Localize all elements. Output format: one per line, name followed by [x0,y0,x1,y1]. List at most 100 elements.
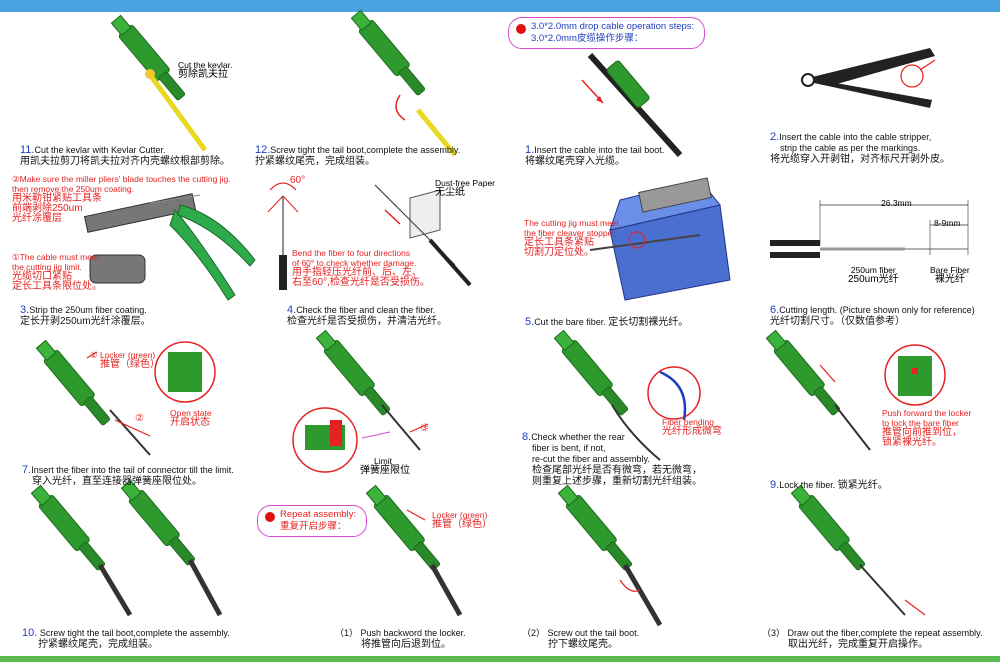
s3-note2-cn2: 定长工具条限位处。 [12,281,102,292]
s6-length-total: 26.3mm [881,198,912,208]
r1-locker-cn: 推管（绿色） [432,519,492,530]
s3-note1-cn3: 光纤涂覆层 [12,213,62,224]
s9-note-en2: to lock the bare fiber [882,418,960,428]
s3-pliers-illustration [83,193,256,301]
s4-cn: 检查光纤是否受损伤，并清洁光纤。 [287,316,447,327]
s4-caption: 4.Check the fiber and clean the fiber. 检… [287,304,447,328]
r2-number: （2） [522,628,546,638]
s9-cn: 锁紧光纤。 [837,480,888,491]
s7-limit-en: Limit [374,456,392,466]
s8-number: 8. [522,431,532,443]
s7-locker-cn: 推管（绿色） [100,359,160,370]
s10-connectors-illustration [28,477,223,617]
r2-caption: （2） Screw out the tail boot. 拧下螺纹尾壳。 [522,628,639,650]
s2-number: 2. [770,131,780,143]
s9-note-en1: Push forward the locker [882,408,972,418]
r3-cn: 取出光纤，完成重复开启操作。 [788,639,928,650]
s8-connector-illustration [551,327,701,461]
s6-number: 6. [770,304,780,316]
s9-note: Push forward the locker to lock the bare… [882,408,971,448]
r1-connector-illustration [363,482,463,617]
s3-note2-cn1: 光缆切口紧贴 [12,271,72,282]
s6-en: Cutting length. (Picture shown only for … [779,305,975,315]
s2-stripper-illustration [800,48,936,108]
s10-cn: 拧紧螺纹尾壳，完成组装。 [38,639,158,650]
s11-caption: 11.Cut the kevlar with Kevlar Cutter. 用凯… [20,144,230,168]
s5-number: 5. [525,316,535,328]
r3-en: Draw out the fiber,complete the repeat a… [787,628,983,638]
s7-locker-label: ① Locker (green) 推管（绿色） [90,350,160,370]
r3-caption: （3） Draw out the fiber,complete the repe… [762,628,982,650]
s3-note2-en1: ①The cable must meet [12,252,99,262]
red-dot-icon [516,24,526,34]
s9-note-cn2: 锁紧裸光纤。 [882,437,942,448]
s4-paper-en: Dust-free Paper [435,178,495,188]
s1-en: Insert the cable into the tail boot. [534,145,665,155]
s9-en: Lock the fiber. [779,480,836,490]
s7-open-cn: 开启状态 [170,417,210,428]
s7-open-label: Open state 开启状态 [170,408,212,428]
s8-cn1: 检查尾部光纤是否有微弯，若无微弯， [532,465,702,476]
s3-note1: ②Make sure the miller pliers' blade touc… [12,174,231,224]
s11-connector-illustration [108,12,208,152]
s9-number: 9. [770,479,780,491]
r1-number: （1） [335,628,359,638]
s7-caption: 7.Insert the fiber into the tail of conn… [22,464,234,488]
s4-angle: 60° [290,175,306,186]
s3-en: Strip the 250um fiber coating. [29,305,147,315]
s8-en2: fiber is bent, if not, [532,443,606,453]
s5-note-en1: The cutting jig must meet [524,218,619,228]
s5-en: Cut the bare fiber. [534,317,606,327]
s1-cn: 将螺纹尾壳穿入光缆。 [525,156,625,167]
s5-note-cn1: 定长工具条紧贴 [524,237,594,248]
s10-en: Screw tight the tail boot,complete the a… [39,628,230,638]
s7-locker-en: ① Locker (green) [90,350,156,360]
s11-number: 11. [20,144,35,156]
s3-note2-en2: the cutting jig limit. [12,262,82,272]
s9-note-cn1: 推管向前推到位， [882,427,962,438]
s7-number: 7. [22,464,32,476]
s3-note1-en2: then remove the 250um coating. [12,184,134,194]
s1-number: 1. [525,144,535,156]
s7-mark-3: ③ [420,423,429,434]
s4-note: Bend the fiber to four directions of 60°… [292,248,430,288]
bottom-bar [0,656,1000,662]
s1-cable-illustration [581,52,683,158]
s10-caption: 10. Screw tight the tail boot,complete t… [22,628,230,651]
s4-paper-cn: 无尘纸 [435,187,465,198]
s6-label-bare-en: Bare Fiber [930,265,970,275]
s6-label-250um-cn: 250um光纤 [848,274,899,285]
r3-number: （3） [762,628,786,638]
s12-connector-illustration [348,7,457,157]
s3-note2: ①The cable must meet the cutting jig lim… [12,252,102,292]
s7-limit-label: Limit 弹簧座限位 [360,456,410,476]
red-dot-icon [265,512,275,522]
s8-bend-cn: 光纤形成微弯 [662,426,722,437]
repeat-bubble-en: Repeat assembly: [280,509,357,520]
s7-cn: 穿入光纤，直至连接器弹簧座限位处。 [32,476,202,487]
s6-label-250um-en: 250um fiber [850,265,896,275]
s12-number: 12. [255,144,271,156]
s12-caption: 12.Screw tight the tail boot,complete th… [255,144,460,168]
drop-bubble-en: 3.0*2.0mm drop cable operation steps: [531,21,695,32]
s7-mark-2: ② [135,413,144,424]
s3-number: 3. [20,304,30,316]
s7-en: Insert the fiber into the tail of connec… [31,465,234,475]
r1-en: Push backword the locker. [360,628,466,638]
s3-cn: 定长开剥250um光纤涂覆层。 [20,316,151,327]
s1-caption: 1.Insert the cable into the tail boot. 将… [525,144,665,168]
s8-caption: 8.Check whether the rear fiber is bent, … [522,431,702,488]
drop-bubble-cn: 3.0*2.0mm皮缆操作步骤： [531,33,644,44]
s5-cn: 定长切割裸光纤。 [608,317,689,328]
s11-en: Cut the kevlar with Kevlar Cutter. [34,145,166,155]
s4-number: 4. [287,304,297,316]
r2-cn: 拧下螺纹尾壳。 [548,639,618,650]
r1-cn: 将推管向后退到位。 [361,639,451,650]
s8-en3: re-cut the fiber and assembly. [532,454,650,464]
r2-en: Screw out the tail boot. [547,628,640,638]
s5-caption: 5.Cut the bare fiber. 定长切割裸光纤。 [525,316,689,329]
s12-cn: 拧紧螺纹尾壳，完成组装。 [255,156,375,167]
s4-note-cn1: 用手指轻压光纤前、后、左、 [292,267,422,278]
top-bar [0,0,1000,12]
